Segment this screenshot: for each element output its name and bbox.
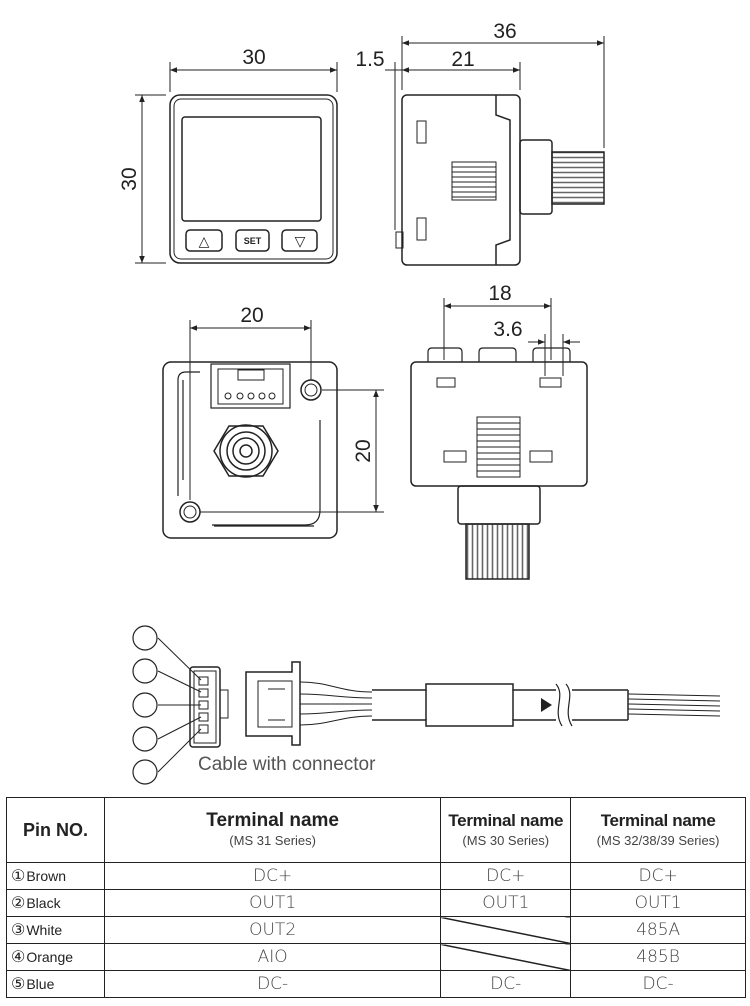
back-view [162,361,338,539]
pin-cell: ②Black [6,889,105,917]
front-width-label: 30 [242,46,265,69]
front-view [169,94,338,264]
back-dimension-lines [189,320,384,513]
ms32-cell: DC+ [570,862,746,890]
ms31-cell: AIO [103,943,442,971]
side-total-label: 36 [493,20,516,43]
ms30-cell-not-applicable [440,916,572,944]
ms32-cell: DC- [570,970,746,998]
ms30-cell: OUT1 [440,889,572,917]
bottom-dimension-lines [443,298,580,376]
ms31-cell: DC+ [103,862,442,890]
pin-cell: ④Orange [6,943,105,971]
table-row: ④Orange AIO 485B [6,943,746,971]
pin-table: Pin NO. Terminal name (MS 31 Series) Ter… [6,797,746,998]
set-button-label: SET [244,236,262,246]
table-header-row: Pin NO. Terminal name (MS 31 Series) Ter… [6,797,746,863]
table-row: ⑤Blue DC- DC- DC- [6,970,746,998]
set-button-shape [235,229,270,252]
side-view [395,94,605,266]
bottom-small-label: 3.6 [493,318,522,341]
bottom-width-label: 18 [488,282,511,305]
cable-direction-arrow [541,698,552,712]
table-row: ①Brown DC+ DC+ DC+ [6,862,746,890]
ms31-cell: OUT2 [103,916,442,944]
front-height-label: 30 [118,167,141,190]
up-button-shape [185,229,223,252]
pin-leader-lines [157,637,202,773]
up-button-label: △ [199,233,210,249]
header-ms32: Terminal name (MS 32/38/39 Series) [570,797,746,863]
ms32-cell: 485A [570,916,746,944]
bottom-view [410,347,588,580]
ms30-cell: DC- [440,970,572,998]
header-ms31: Terminal name (MS 31 Series) [103,797,442,863]
pin-cell: ①Brown [6,862,105,890]
cable-connector-drawing [189,661,721,748]
ms30-cell: DC+ [440,862,572,890]
side-offset-label: 1.5 [355,48,384,71]
pin-cell: ③White [6,916,105,944]
cable-caption: Cable with connector [198,754,376,775]
down-button-shape [281,229,318,252]
pin-number-markers [132,625,158,785]
header-ms30: Terminal name (MS 30 Series) [440,797,572,863]
ms32-cell: OUT1 [570,889,746,917]
side-body-label: 21 [451,48,474,71]
ms32-cell: 485B [570,943,746,971]
header-pin-no: Pin NO. [6,797,105,863]
technical-drawing: △ SET ▽ 30 30 36 21 [118,20,721,785]
table-row: ②Black OUT1 OUT1 OUT1 [6,889,746,917]
ms31-cell: OUT1 [103,889,442,917]
back-width-label: 20 [240,304,263,327]
pin-cell: ⑤Blue [6,970,105,998]
down-button-label: ▽ [295,233,306,249]
back-height-label: 20 [352,439,375,462]
ms30-cell-not-applicable [440,943,572,971]
front-dimension-lines [135,62,338,264]
table-row: ③White OUT2 485A [6,916,746,944]
side-dimension-lines [385,36,605,230]
ms31-cell: DC- [103,970,442,998]
